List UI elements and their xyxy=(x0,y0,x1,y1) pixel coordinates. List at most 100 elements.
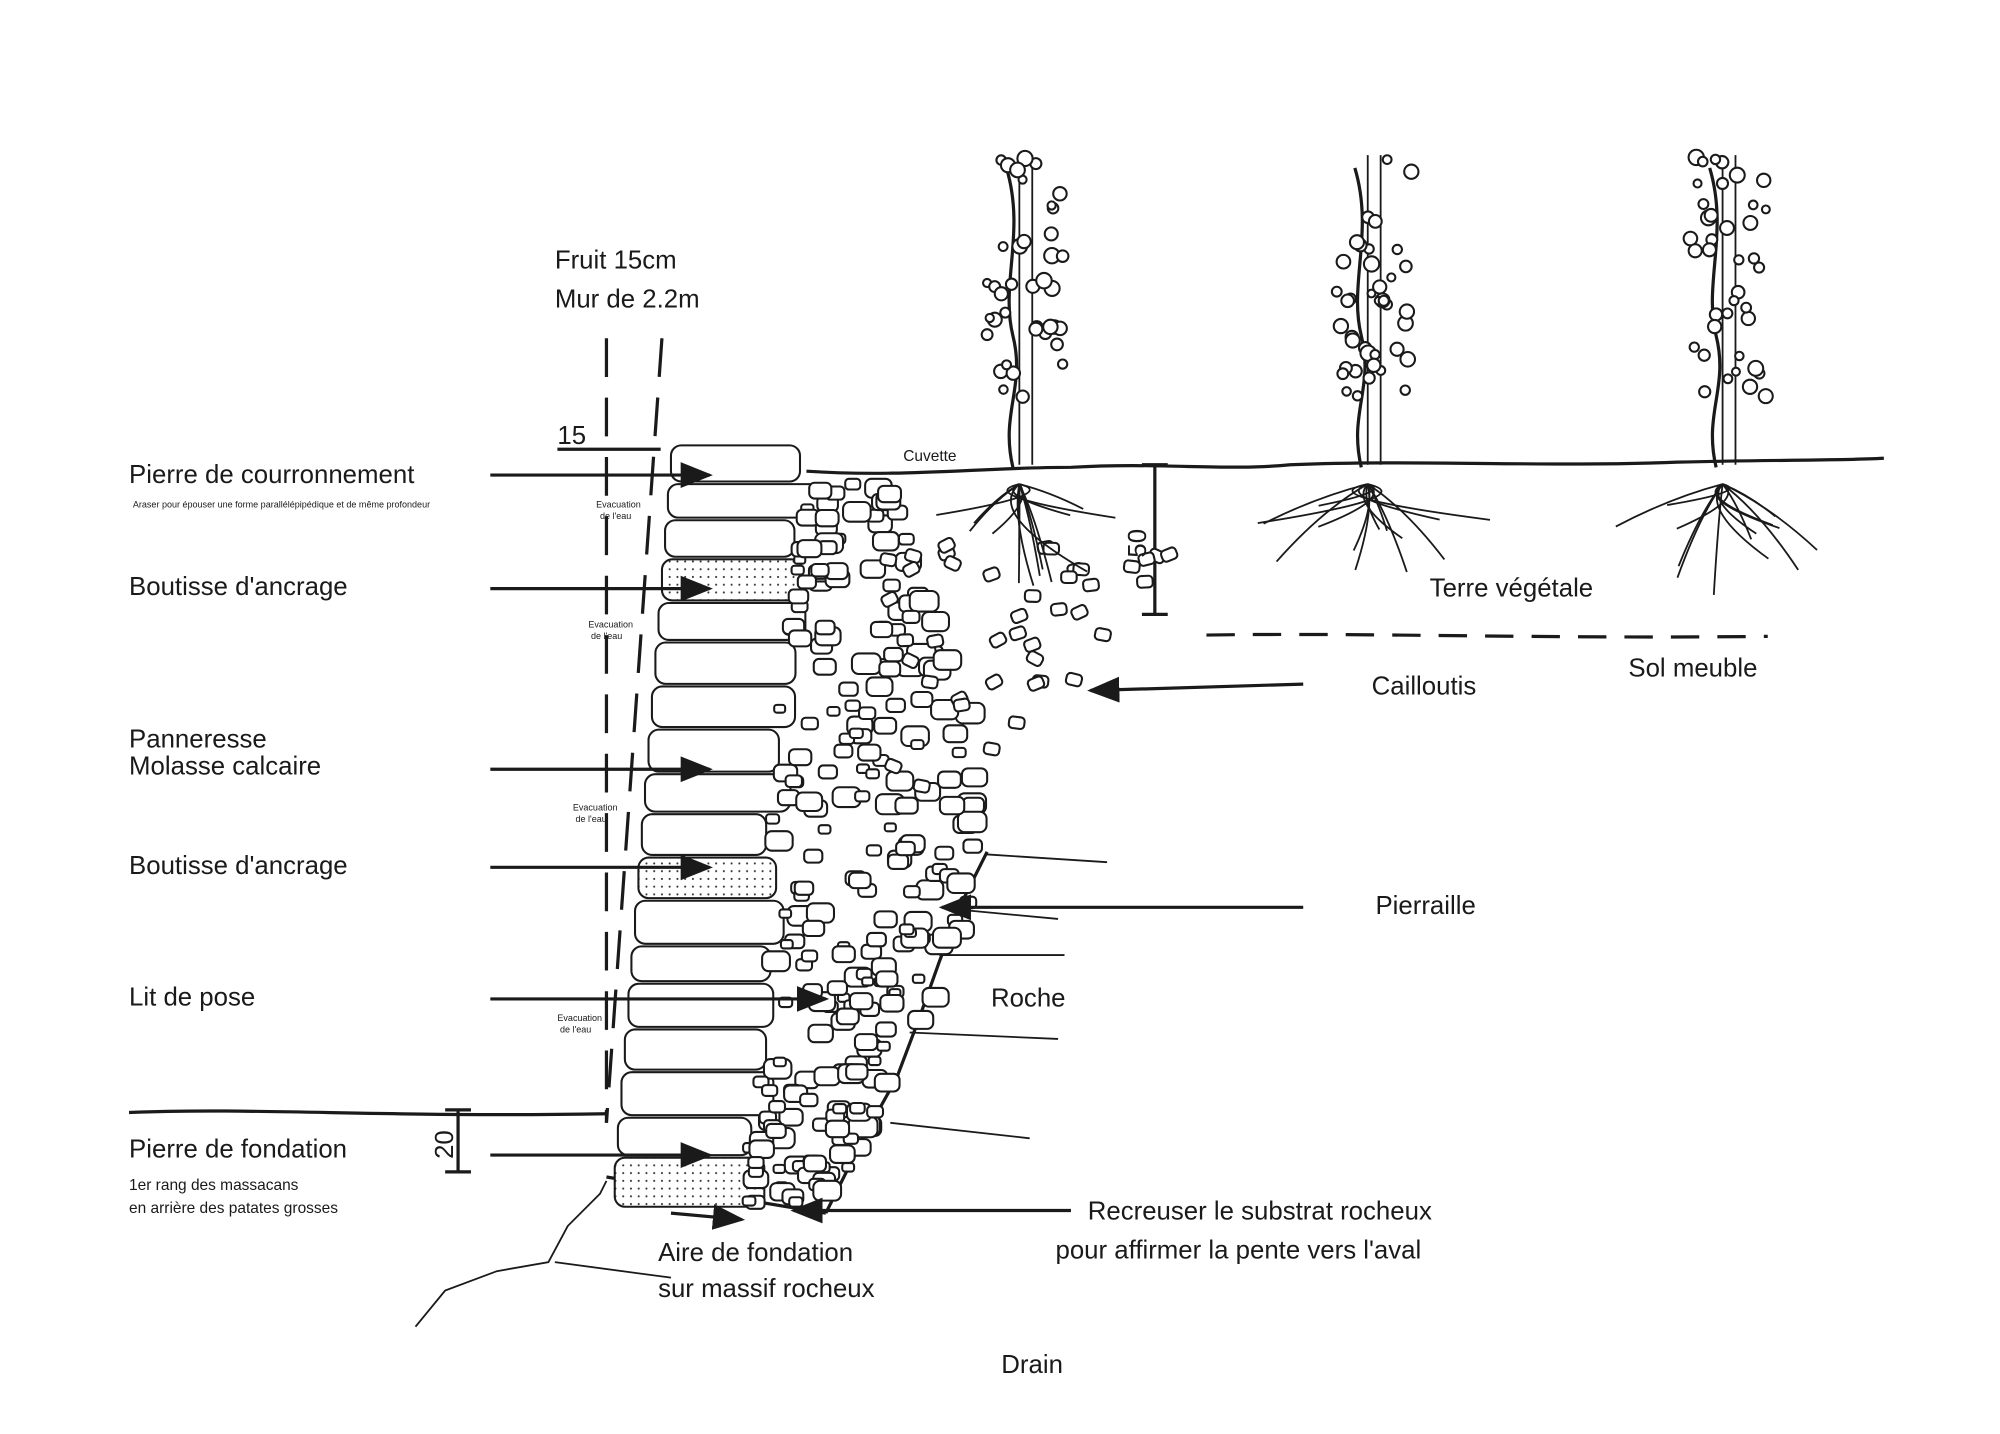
rubble-stone xyxy=(861,976,875,987)
label-boutisse-2: Boutisse d'ancrage xyxy=(129,852,348,880)
label-arrows xyxy=(490,462,1304,1230)
label-drain: Drain xyxy=(1001,1351,1063,1379)
batter-line xyxy=(604,338,664,1123)
vine xyxy=(1257,154,1491,573)
leaf-cluster xyxy=(1381,154,1393,166)
rubble-stone xyxy=(865,844,883,857)
rubble-stone xyxy=(921,610,951,633)
gravel-stone xyxy=(1025,650,1045,667)
rubble-stone xyxy=(882,578,901,593)
leaf-cluster xyxy=(1757,388,1774,405)
rubble-stone xyxy=(844,477,862,491)
rubble-fill xyxy=(741,477,1179,1210)
leaf-cluster xyxy=(1351,390,1364,402)
rubble-stone xyxy=(850,652,882,676)
root xyxy=(973,483,1020,524)
leaf-cluster xyxy=(1692,178,1703,189)
leaf-cluster xyxy=(1366,288,1377,299)
leaf-cluster xyxy=(999,306,1012,319)
gravel-stone xyxy=(1023,636,1042,653)
leaf-cluster xyxy=(1377,294,1390,307)
rubble-stone xyxy=(796,574,817,590)
gravel-stone xyxy=(1122,559,1141,574)
rubble-stone xyxy=(748,1139,775,1159)
label-roche: Roche xyxy=(991,985,1066,1013)
leaf-cluster xyxy=(1055,249,1070,263)
gravel-stone xyxy=(884,757,903,775)
gravel-stone xyxy=(943,555,962,572)
rubble-stone xyxy=(877,484,903,504)
rubble-stone xyxy=(768,1100,787,1114)
leaf-cluster xyxy=(1741,378,1759,395)
face-stone xyxy=(623,1028,768,1071)
label-recreuser-1: Recreuser le substrat rocheux xyxy=(1088,1198,1432,1226)
rubble-stone xyxy=(793,880,815,896)
rubble-stone xyxy=(962,838,983,854)
rubble-stone xyxy=(787,748,813,767)
leaf-cluster xyxy=(1028,321,1044,337)
anchor-stone xyxy=(660,558,803,602)
leaf-cluster xyxy=(1001,359,1013,371)
rubble-stone xyxy=(869,620,894,639)
svg-text:de l'eau: de l'eau xyxy=(600,511,631,521)
face-stone xyxy=(640,813,768,856)
rubble-stone xyxy=(873,910,898,929)
root xyxy=(1018,483,1044,570)
leaf-cluster xyxy=(1698,385,1712,399)
topsoil-dimension xyxy=(1141,463,1168,617)
rubble-stone xyxy=(910,739,925,751)
leaf-cluster xyxy=(1042,318,1059,336)
vine-trunk xyxy=(1708,167,1722,468)
leaf-cluster xyxy=(998,384,1009,395)
rubble-stone xyxy=(857,743,882,762)
rubble-stone xyxy=(883,646,904,663)
rubble-stone xyxy=(871,531,900,552)
root xyxy=(1677,483,1724,567)
leaf-cluster xyxy=(984,312,995,324)
gravel-stone xyxy=(1008,625,1028,642)
leaf-cluster xyxy=(1747,359,1765,377)
leaf-cluster xyxy=(1721,307,1734,320)
rubble-stone xyxy=(817,824,832,835)
rubble-stone xyxy=(879,993,905,1013)
rubble-stone xyxy=(800,716,819,731)
leaf-cluster xyxy=(1341,386,1352,397)
rock-strata xyxy=(414,853,1108,1328)
rubble-stone xyxy=(779,939,794,950)
label-terre-vegetale: Terre végétale xyxy=(1430,574,1593,602)
rubble-stone xyxy=(790,564,805,576)
rubble-stone xyxy=(813,1066,841,1087)
label-lit-de-pose: Lit de pose xyxy=(129,983,255,1011)
rubble-stone xyxy=(835,1007,860,1026)
leaf-cluster xyxy=(1687,243,1703,259)
rubble-stone xyxy=(934,845,955,861)
rubble-stone xyxy=(903,885,921,899)
leaf-cluster xyxy=(1696,155,1709,168)
leaf-cluster xyxy=(997,241,1009,253)
foundation-dimension xyxy=(445,1108,471,1174)
gravel-stone xyxy=(1070,604,1089,621)
gravel-stone xyxy=(1007,715,1026,731)
leaf-cluster xyxy=(1747,199,1759,211)
leaf-cluster xyxy=(1016,233,1032,250)
face-stone xyxy=(643,773,792,813)
gravel-stone xyxy=(1064,671,1084,688)
leaf-cluster xyxy=(993,286,1009,302)
svg-text:Evacuation: Evacuation xyxy=(557,1013,602,1023)
gravel-stone xyxy=(879,552,898,568)
leaf-cluster xyxy=(1348,234,1366,251)
leaf-cluster xyxy=(1372,279,1388,295)
root xyxy=(1362,483,1403,540)
rubble-stone xyxy=(885,697,906,714)
rubble-stone xyxy=(894,796,919,815)
leaf-cluster xyxy=(1697,198,1710,211)
rubble-stone xyxy=(778,1107,804,1127)
rubble-stone xyxy=(897,532,915,546)
label-cailloutis: Cailloutis xyxy=(1372,672,1477,700)
rubble-stone xyxy=(778,908,793,919)
leaf-cluster xyxy=(1005,365,1022,381)
rubble-stone xyxy=(842,500,872,523)
topsoil-dimension-value: 50 xyxy=(1124,529,1152,558)
leaf-cluster xyxy=(1760,204,1771,215)
